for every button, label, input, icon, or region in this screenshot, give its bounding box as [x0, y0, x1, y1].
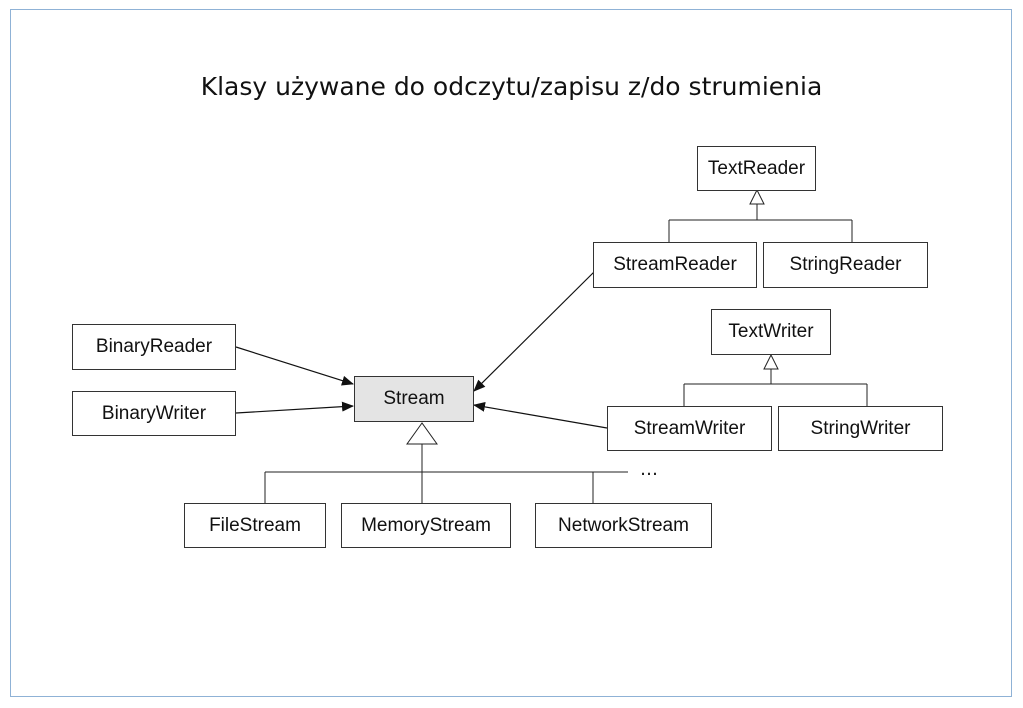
textreader-class-box: TextReader: [697, 146, 816, 191]
binarywriter-class-box: BinaryWriter: [72, 391, 236, 436]
textwriter-inheritance-triangle: [763, 353, 779, 370]
binaryreader-class-box: BinaryReader: [72, 324, 236, 370]
networkstream-class-box: NetworkStream: [535, 503, 712, 548]
textwriter-class-box: TextWriter: [711, 309, 831, 355]
filestream-class-box: FileStream: [184, 503, 326, 548]
textreader-inheritance-triangle: [749, 188, 765, 205]
stream-class-box: Stream: [354, 376, 474, 422]
streamreader-to-stream-arrow: [473, 271, 595, 392]
streamreader-class-box: StreamReader: [593, 242, 757, 288]
stream-inheritance-triangle: [406, 422, 438, 445]
diagram-title: Klasy używane do odczytu/zapisu z/do str…: [200, 72, 823, 101]
streamwriter-to-stream-arrow: [473, 401, 608, 429]
binaryreader-to-stream-arrow: [235, 346, 354, 386]
more-subclasses-ellipsis: …: [640, 459, 660, 480]
stringreader-class-box: StringReader: [763, 242, 928, 288]
memorystream-class-box: MemoryStream: [341, 503, 511, 548]
binarywriter-to-stream-arrow: [235, 401, 354, 414]
streamwriter-class-box: StreamWriter: [607, 406, 772, 451]
stringwriter-class-box: StringWriter: [778, 406, 943, 451]
